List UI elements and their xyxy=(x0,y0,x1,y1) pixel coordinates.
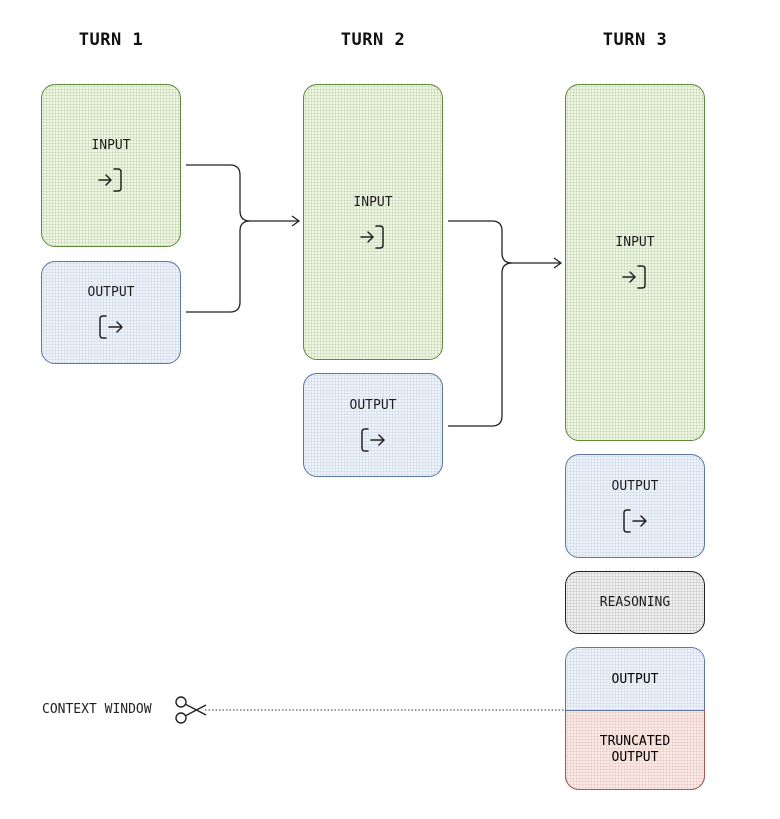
turn-1-output-label: OUTPUT xyxy=(87,285,135,300)
enter-icon xyxy=(622,265,646,289)
reasoning-block: REASONING xyxy=(565,571,705,634)
turn-1-input-block: INPUT xyxy=(41,84,181,247)
turn-3-input-block: INPUT xyxy=(565,84,705,441)
turn-2-output-block: OUTPUT xyxy=(303,373,443,477)
exit-icon xyxy=(99,315,123,339)
context-window-label: CONTEXT WINDOW xyxy=(42,702,152,717)
turn-3-input-label: INPUT xyxy=(615,235,655,250)
scissors-icon xyxy=(175,696,207,724)
enter-icon xyxy=(98,168,122,192)
connector-t2-output xyxy=(448,262,513,427)
final-output-block: OUTPUT TRUNCATED OUTPUT xyxy=(565,647,705,790)
turn-2-input-block: INPUT xyxy=(303,84,443,360)
turn-2-input-label: INPUT xyxy=(353,194,393,210)
connector-t1-input xyxy=(186,164,298,222)
turn-3-output-block: OUTPUT xyxy=(565,454,705,558)
arrowhead-t2 xyxy=(291,215,301,227)
connector-t1-output xyxy=(186,220,251,313)
turn-1-input-label: INPUT xyxy=(91,138,131,153)
reasoning-label: REASONING xyxy=(599,595,671,610)
exit-icon xyxy=(623,508,647,533)
enter-icon xyxy=(360,224,384,249)
turn-2-title: TURN 2 xyxy=(340,30,406,50)
exit-icon xyxy=(361,427,385,452)
turn-3-output-label: OUTPUT xyxy=(611,478,659,494)
turn-3-title: TURN 3 xyxy=(602,30,668,50)
truncated-output-label: TRUNCATED OUTPUT xyxy=(566,711,704,789)
final-output-label: OUTPUT xyxy=(566,648,704,711)
turn-2-output-label: OUTPUT xyxy=(349,397,397,413)
connector-t2-input xyxy=(448,220,560,264)
turn-1-title: TURN 1 xyxy=(78,30,144,50)
arrowhead-t3 xyxy=(553,257,563,269)
turn-1-output-block: OUTPUT xyxy=(41,261,181,364)
